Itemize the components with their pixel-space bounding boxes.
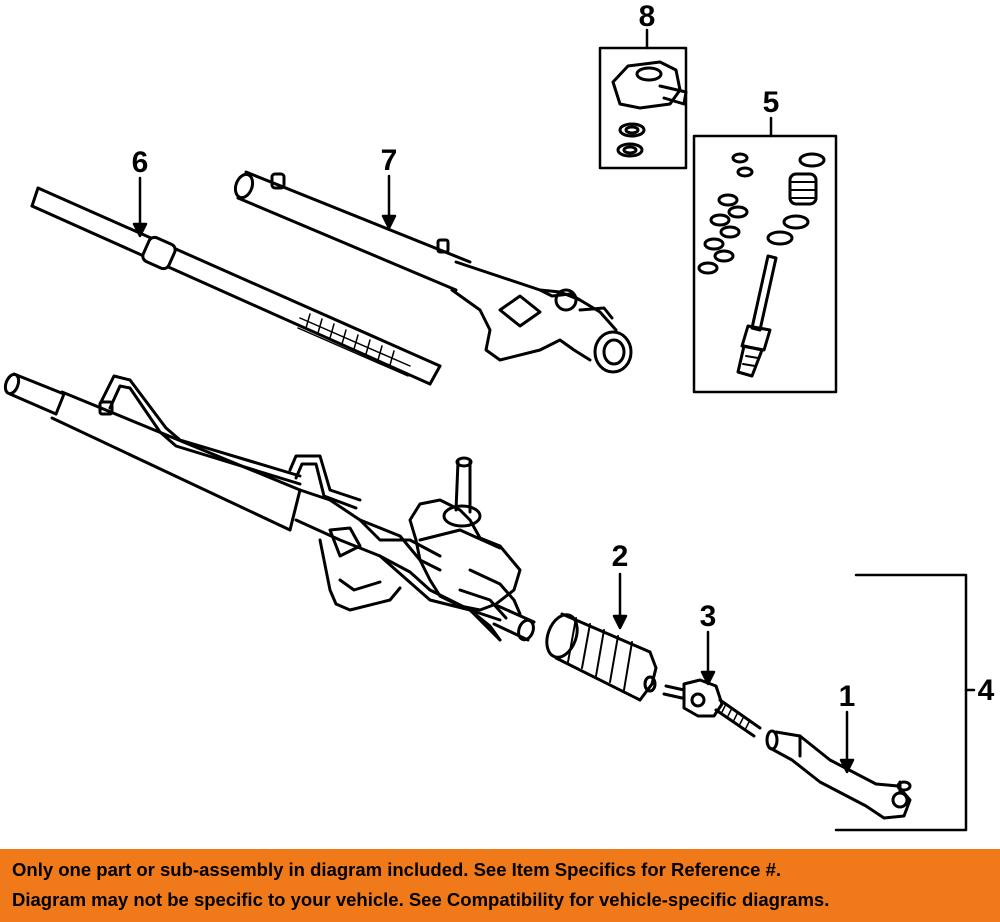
part-2-rack-boot [545, 612, 658, 702]
steering-rack-assembly [3, 372, 536, 642]
callout-2: 2 [612, 540, 629, 573]
disclaimer-line-1: Only one part or sub-assembly in diagram… [12, 859, 782, 880]
callout-1: 1 [839, 680, 856, 713]
part-6-steering-rack [30, 186, 442, 386]
callout-leaders [132, 174, 976, 832]
callout-labels: 1 2 3 4 5 6 7 8 [132, 0, 995, 713]
disclaimer-banner: Only one part or sub-assembly in diagram… [0, 849, 1000, 922]
callout-6: 6 [132, 146, 149, 179]
callout-3: 3 [700, 600, 717, 633]
callout-7: 7 [381, 144, 398, 177]
callout-4: 4 [978, 674, 995, 707]
callout-5: 5 [763, 86, 780, 119]
disclaimer-line-2: Diagram may not be specific to your vehi… [12, 889, 830, 910]
part-5-pinion-seal-kit [692, 116, 838, 394]
part-3-inner-tie-rod [662, 678, 762, 738]
callout-8: 8 [639, 0, 656, 33]
part-1-tie-rod-end [765, 729, 912, 820]
steering-gear-exploded-diagram: 1 2 3 4 5 6 7 8 [3, 0, 995, 832]
part-8-valve-housing [598, 28, 688, 170]
part-7-gear-housing [233, 170, 633, 374]
